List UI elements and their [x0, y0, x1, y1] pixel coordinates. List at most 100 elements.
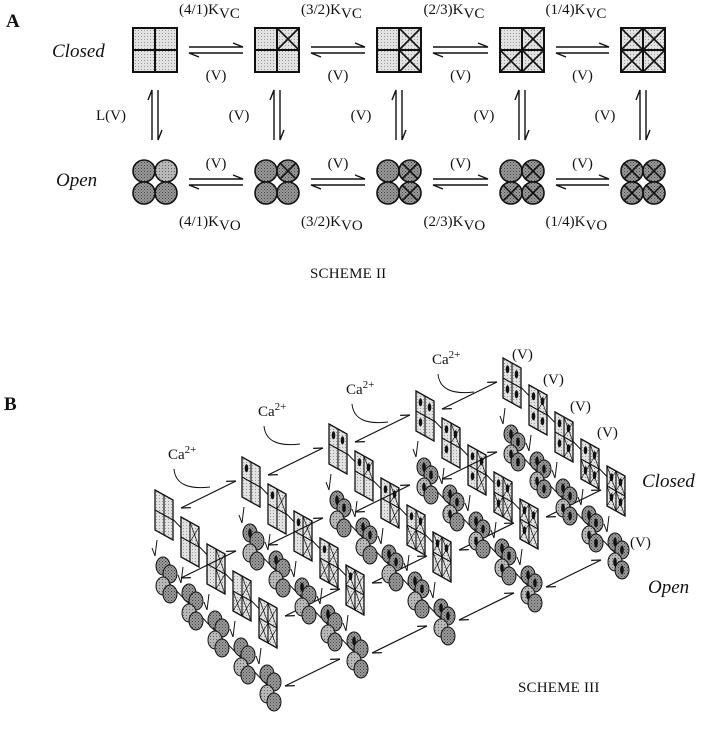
open-channel-clover	[132, 159, 178, 205]
calcium-bound-mark	[587, 510, 591, 520]
closed-forward-rate: (2/3)KVC	[424, 2, 485, 22]
panel-b-label: B	[4, 394, 17, 415]
calcium-bound-mark	[535, 456, 539, 466]
calcium-bound-mark	[620, 565, 624, 575]
open-channel-state	[468, 511, 491, 559]
open-channel-state	[355, 517, 378, 565]
vertical-rate-label: (V)	[474, 108, 495, 124]
closed-open-transition-arrow	[316, 587, 323, 605]
equilibrium-arrows	[310, 174, 366, 190]
closed-open-transition-arrow	[351, 500, 358, 518]
open-channel-state	[181, 583, 204, 631]
scheme-ii-diagram: L(V)(V)(V)(V)(V)(4/1)KVC(V)(3/2)KVC(V)(2…	[96, 2, 666, 234]
voltage-label: (V)	[512, 347, 533, 363]
calcium-bound-mark	[542, 484, 546, 494]
calcium-bound-mark	[418, 398, 423, 407]
closed-channel-state	[528, 383, 548, 437]
calcium-bound-mark	[531, 412, 536, 421]
closed-channel-square	[376, 27, 422, 73]
open-channel-state	[320, 604, 343, 652]
calcium-bound-mark	[516, 457, 520, 467]
calcium-transition-arrow	[354, 484, 411, 513]
closed-open-transition-arrow	[412, 440, 419, 458]
calcium-bound-mark	[583, 466, 588, 475]
open-backward-rate: (2/3)KVO	[424, 214, 486, 234]
voltage-label: (V)	[543, 372, 564, 388]
open-forward-rate: (V)	[206, 156, 227, 172]
closed-channel-state	[319, 536, 339, 590]
calcium-bound-mark	[418, 418, 423, 427]
calcium-bound-mark	[500, 563, 504, 573]
open-channel-clover	[620, 159, 666, 205]
panel-a-label: A	[6, 11, 20, 32]
closed-open-transition-arrow	[577, 488, 584, 506]
closed-open-transition-arrow	[264, 533, 271, 551]
open-channel-state	[503, 424, 526, 472]
equilibrium-arrows	[432, 174, 489, 190]
closed-open-transition-arrow	[377, 527, 384, 545]
calcium-bound-mark	[609, 473, 614, 482]
open-backward-rate: (4/1)KVO	[179, 214, 241, 234]
open-channel-state	[207, 610, 230, 658]
open-channel-clover	[499, 159, 545, 205]
open-channel-clover	[254, 159, 300, 205]
vertical-rate-label: (V)	[351, 108, 372, 124]
calcium-transition-arrow	[284, 658, 341, 687]
calcium-bound-mark	[557, 439, 562, 448]
calcium-bound-mark	[418, 517, 423, 526]
closed-open-transition-arrow	[325, 473, 332, 491]
calcium-bound-mark	[368, 530, 372, 540]
closed-backward-rate: (V)	[328, 68, 349, 84]
closed-channel-state	[519, 497, 539, 551]
calcium-bound-mark	[296, 518, 301, 527]
closed-open-transition-arrow	[499, 407, 506, 425]
closed-channel-state	[267, 482, 287, 536]
vertical-equilibrium-arrows	[269, 89, 285, 141]
closed-channel-state	[241, 455, 261, 509]
calcium-bound-mark	[522, 526, 527, 535]
calcium-bound-mark	[509, 449, 513, 459]
calcium-bound-mark	[422, 462, 426, 472]
vertical-rate-label: (V)	[595, 108, 616, 124]
scheme-ii-caption: SCHEME II	[310, 266, 386, 282]
calcium-bound-mark	[526, 590, 530, 600]
open-state-label: Open	[56, 170, 97, 191]
open-channel-state	[442, 484, 465, 532]
calcium-transition-arrow	[267, 447, 324, 476]
open-channel-state	[494, 538, 517, 586]
calcium-bound-mark	[439, 603, 443, 613]
calcium-transition-arrow	[180, 480, 237, 509]
calcium-bound-mark	[516, 437, 520, 447]
open-channel-state	[329, 490, 352, 538]
calcium-bound-mark	[429, 470, 433, 480]
closed-open-transition-arrow	[438, 467, 445, 485]
calcium-bound-mark	[340, 436, 345, 445]
calcium-bound-mark	[470, 452, 475, 461]
calcium-binding-curve	[173, 468, 211, 489]
closed-open-transition-arrow	[490, 521, 497, 539]
closed-channel-state	[258, 596, 278, 650]
calcium-transition-arrow	[180, 550, 237, 579]
closed-channel-state	[206, 542, 226, 596]
closed-channel-state	[154, 488, 174, 542]
calcium-bound-mark	[342, 503, 346, 513]
closed-channel-state	[293, 509, 313, 563]
calcium-bound-mark	[592, 451, 597, 460]
vertical-equilibrium-arrows	[514, 89, 530, 141]
closed-open-transition-arrow	[229, 620, 236, 638]
closed-channel-state	[554, 410, 574, 464]
open-channel-state	[555, 478, 578, 526]
closed-channel-square	[254, 27, 300, 73]
calcium-bound-mark	[509, 429, 513, 439]
voltage-label: (V)	[630, 535, 651, 551]
open-backward-rate: (1/4)KVO	[546, 214, 608, 234]
calcium-bound-mark	[427, 403, 432, 412]
calcium-bound-mark	[348, 572, 353, 581]
calcium-bound-mark	[531, 392, 536, 401]
closed-open-transition-arrow	[203, 593, 210, 611]
calcium-label: Ca2+	[258, 401, 286, 420]
calcium-bound-mark	[613, 557, 617, 567]
calcium-bound-mark	[594, 518, 598, 528]
calcium-bound-mark	[455, 497, 459, 507]
